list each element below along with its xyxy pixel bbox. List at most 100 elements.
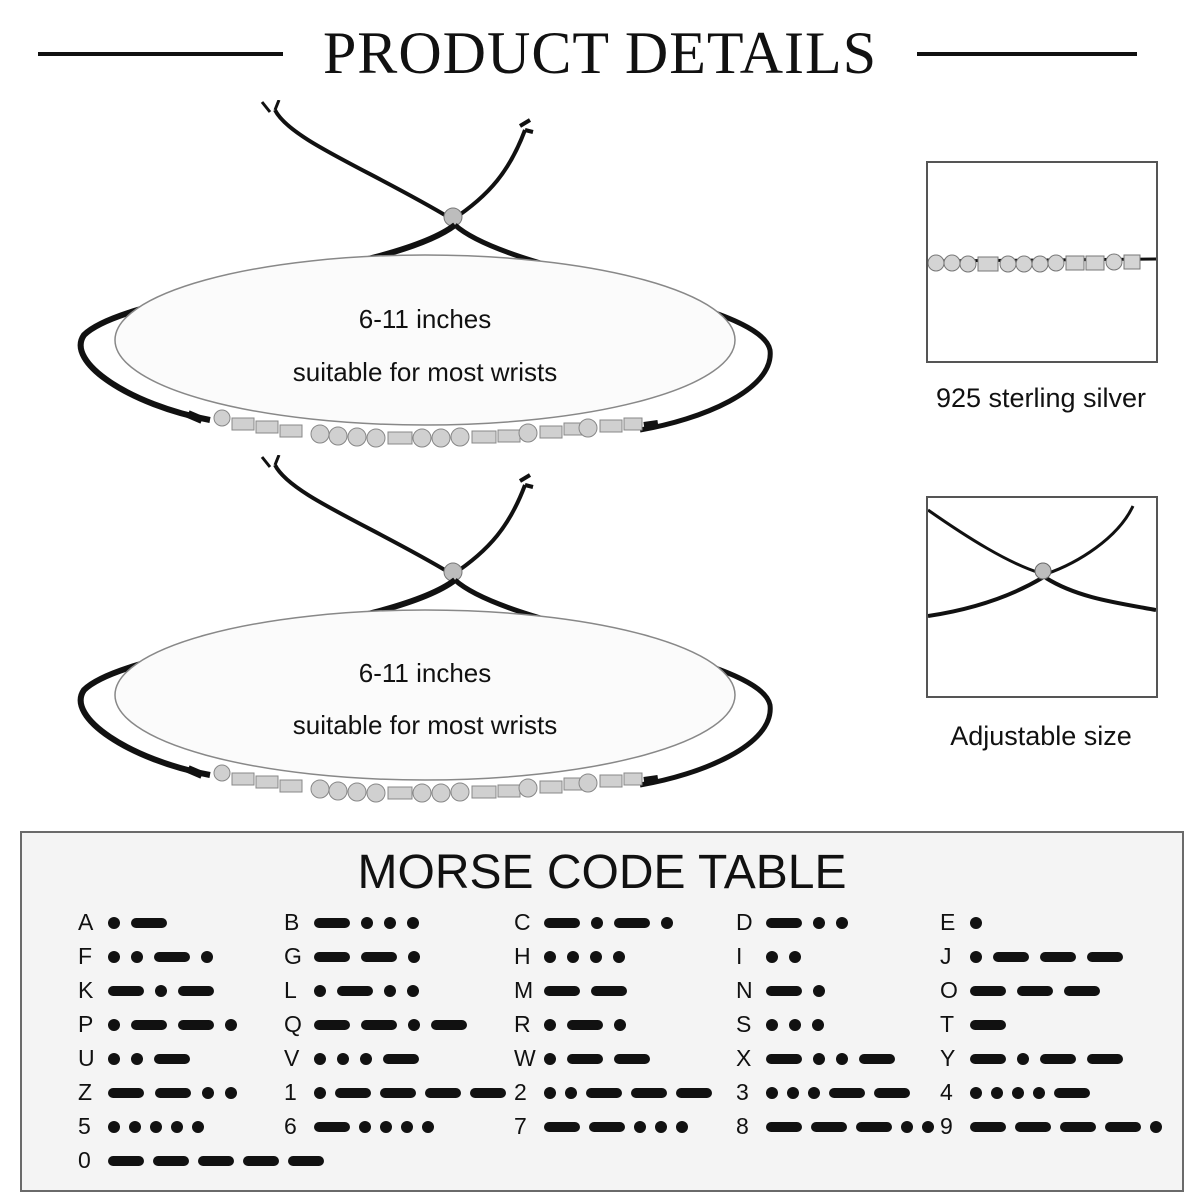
morse-dash <box>314 1122 350 1132</box>
morse-dot <box>108 1019 120 1031</box>
morse-dash <box>108 1088 144 1098</box>
morse-dash <box>288 1156 324 1166</box>
morse-char: 2 <box>514 1079 527 1105</box>
morse-char: H <box>514 943 531 969</box>
page-title: PRODUCT DETAILS <box>322 20 878 86</box>
bracelet-image-2: 6-11 inches suitable for most wrists <box>70 455 780 815</box>
morse-dot <box>787 1087 799 1099</box>
morse-char: 1 <box>284 1079 297 1105</box>
morse-char: S <box>736 1011 752 1037</box>
morse-char: B <box>284 909 300 935</box>
morse-dot <box>129 1121 141 1133</box>
morse-dot <box>155 985 167 997</box>
morse-char: 3 <box>736 1079 749 1105</box>
morse-dot <box>1017 1053 1029 1065</box>
bracelet-fit-text: suitable for most wrists <box>292 357 558 387</box>
morse-dash <box>1040 952 1076 962</box>
morse-dash <box>380 1088 416 1098</box>
morse-dash <box>567 1020 603 1030</box>
morse-dash <box>1105 1122 1141 1132</box>
morse-dash <box>874 1088 910 1098</box>
morse-dash <box>154 1054 190 1064</box>
morse-dot <box>591 917 603 929</box>
morse-char: L <box>284 977 297 1003</box>
morse-dash <box>108 1156 144 1166</box>
morse-dot <box>408 951 420 963</box>
morse-dash <box>856 1122 892 1132</box>
morse-dot <box>225 1019 237 1031</box>
morse-char: 9 <box>940 1113 953 1139</box>
morse-dot <box>544 1087 556 1099</box>
morse-dot <box>661 917 673 929</box>
morse-dash <box>198 1156 234 1166</box>
morse-dot <box>813 1053 825 1065</box>
morse-dot <box>970 951 982 963</box>
morse-char: D <box>736 909 753 935</box>
morse-dot <box>676 1121 688 1133</box>
morse-dot <box>634 1121 646 1133</box>
morse-dash <box>131 918 167 928</box>
morse-dash <box>361 952 397 962</box>
morse-dot <box>544 1053 556 1065</box>
bracelet-fit-text: suitable for most wrists <box>292 710 558 740</box>
morse-char: 6 <box>284 1113 297 1139</box>
morse-dash <box>970 1054 1006 1064</box>
morse-char: 0 <box>78 1147 91 1173</box>
morse-dot <box>131 1053 143 1065</box>
morse-dot <box>766 951 778 963</box>
morse-dot <box>225 1087 237 1099</box>
morse-dot <box>813 985 825 997</box>
morse-dash <box>335 1088 371 1098</box>
adjustable-caption: Adjustable size <box>950 721 1132 751</box>
morse-dot <box>544 951 556 963</box>
morse-char: Y <box>940 1045 956 1071</box>
morse-dash <box>567 1054 603 1064</box>
sliding-knot-closeup-image <box>926 496 1158 698</box>
morse-dot <box>401 1121 413 1133</box>
morse-dot <box>360 1053 372 1065</box>
morse-dot <box>922 1121 934 1133</box>
morse-char: U <box>78 1045 95 1071</box>
morse-char: T <box>940 1011 955 1037</box>
morse-dot <box>108 917 120 929</box>
morse-dot <box>789 951 801 963</box>
morse-dot <box>1150 1121 1162 1133</box>
morse-dash <box>383 1054 419 1064</box>
morse-char: 8 <box>736 1113 749 1139</box>
morse-dot <box>384 917 396 929</box>
morse-dot <box>314 1053 326 1065</box>
morse-dash <box>155 1088 191 1098</box>
morse-dot <box>171 1121 183 1133</box>
morse-char: W <box>514 1045 536 1071</box>
morse-dash <box>631 1088 667 1098</box>
morse-dash <box>766 1054 802 1064</box>
morse-char: A <box>78 909 94 935</box>
morse-dot <box>192 1121 204 1133</box>
morse-dash <box>470 1088 506 1098</box>
morse-dash <box>337 986 373 996</box>
morse-dash <box>591 986 627 996</box>
morse-char: N <box>736 977 753 1003</box>
morse-dot <box>361 917 373 929</box>
morse-dot <box>314 1087 326 1099</box>
morse-dash <box>1054 1088 1090 1098</box>
morse-dash <box>243 1156 279 1166</box>
morse-char: 4 <box>940 1079 953 1105</box>
bracelet-size-text: 6-11 inches <box>358 658 492 688</box>
morse-dot <box>108 951 120 963</box>
morse-dot <box>544 1019 556 1031</box>
morse-dash <box>431 1020 467 1030</box>
morse-char: X <box>736 1045 752 1071</box>
morse-dot <box>590 951 602 963</box>
bracelet-image-1: 6-11 inches suitable for most wrists <box>70 100 780 460</box>
morse-char: V <box>284 1045 300 1071</box>
silver-beads-closeup-image <box>926 161 1158 363</box>
morse-dash <box>131 1020 167 1030</box>
morse-dash <box>544 918 580 928</box>
morse-dash <box>154 952 190 962</box>
morse-dash <box>970 1122 1006 1132</box>
morse-dot <box>789 1019 801 1031</box>
morse-dash <box>1064 986 1100 996</box>
morse-dot <box>131 951 143 963</box>
morse-dot <box>337 1053 349 1065</box>
